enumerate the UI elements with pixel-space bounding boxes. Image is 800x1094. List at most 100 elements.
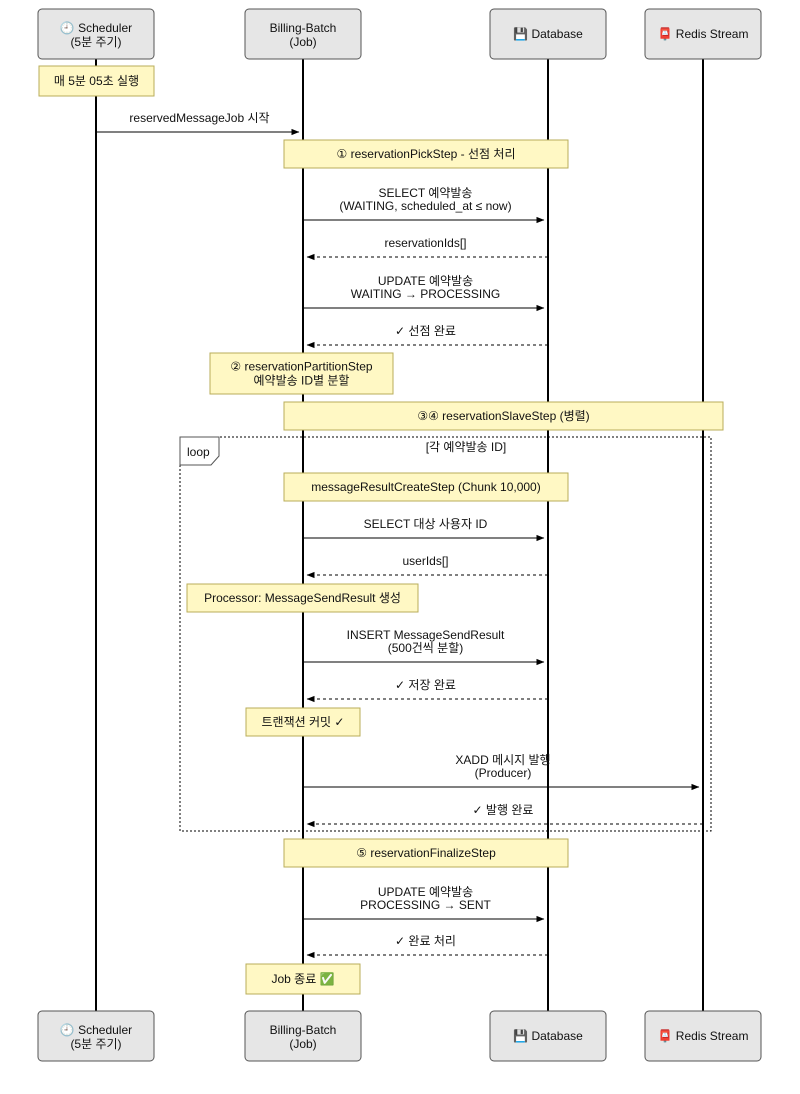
participant-batch-bottom: Billing-Batch(Job): [244, 1010, 362, 1062]
participant-name: Database: [531, 1029, 583, 1043]
message-ids: reservationIds[]: [306, 236, 548, 261]
loop-frame: [179, 436, 712, 832]
message-label-line-1: XADD 메시지 발행: [455, 752, 550, 767]
note-step5: ⑤ reservationFinalizeStep: [283, 838, 569, 868]
svg-text:🕘 Scheduler: 🕘 Scheduler: [60, 21, 132, 35]
message-publish-done: ✓ 발행 완료: [306, 802, 703, 828]
participant-name: Scheduler: [78, 1023, 132, 1037]
note-step34: ③④ reservationSlaveStep (병렬): [283, 401, 724, 431]
participant-redis-top: 📮 Redis Stream: [644, 8, 762, 60]
svg-text:📮 Redis Stream: 📮 Redis Stream: [658, 1029, 749, 1043]
clock-icon: 🕘: [60, 21, 78, 35]
participant-box: [489, 1010, 607, 1062]
message-pick-done: ✓ 선점 완료: [306, 324, 548, 349]
participant-subtitle: (Job): [289, 1037, 316, 1051]
floppy-disk-icon: 💾: [513, 27, 531, 41]
participant-box: [644, 1010, 762, 1062]
message-label-line-1: UPDATE 예약발송: [378, 273, 473, 288]
message-label-line-1: UPDATE 예약발송: [378, 884, 473, 899]
participant-batch-top: Billing-Batch(Job): [244, 8, 362, 60]
message-label-line-1: reservationIds[]: [384, 236, 466, 250]
note-step1: ① reservationPickStep - 선점 처리: [283, 139, 569, 169]
message-label-line-1: ✓ 완료 처리: [395, 934, 456, 948]
message-start: reservedMessageJob 시작: [96, 111, 300, 136]
message-label-line-1: ✓ 저장 완료: [395, 678, 456, 692]
clock-icon: 🕘: [60, 1023, 78, 1037]
participant-db-bottom: 💾 Database: [489, 1010, 607, 1062]
note-processor: Processor: MessageSendResult 생성: [186, 583, 419, 613]
message-save-done: ✓ 저장 완료: [306, 678, 548, 703]
note-text-line-1: Job 종료 ✅: [271, 972, 334, 986]
participant-scheduler-bottom: 🕘 Scheduler(5분 주기): [37, 1010, 155, 1062]
note-box: [283, 838, 569, 868]
participant-name: Redis Stream: [676, 27, 749, 41]
note-text-line-1: 트랜잭션 커밋 ✓: [262, 715, 345, 729]
message-user-ids: userIds[]: [306, 554, 548, 579]
postbox-icon: 📮: [658, 1029, 676, 1043]
note-box: [38, 65, 155, 97]
participant-subtitle: (Job): [289, 35, 316, 49]
participant-box: [244, 8, 362, 60]
svg-text:📮 Redis Stream: 📮 Redis Stream: [658, 27, 749, 41]
message-label-line-1: INSERT MessageSendResult: [347, 628, 505, 642]
note-box: [245, 963, 361, 995]
participant-box: [644, 8, 762, 60]
message-label-line-2: (WAITING, scheduled_at ≤ now): [339, 199, 511, 213]
note-text-line-2: 예약발송 ID별 분할: [254, 373, 350, 388]
svg-text:💾 Database: 💾 Database: [513, 27, 583, 41]
message-label-line-1: ✓ 선점 완료: [395, 324, 456, 338]
message-label-line-2: WAITING → PROCESSING: [351, 287, 501, 301]
note-text-line-1: ② reservationPartitionStep: [230, 360, 372, 374]
participant-name: Database: [531, 27, 583, 41]
svg-text:Billing-Batch: Billing-Batch: [270, 1023, 337, 1037]
loop-guard: [각 예약발송 ID]: [426, 439, 507, 454]
message-insert: INSERT MessageSendResult(500건씩 분할): [303, 628, 545, 666]
message-select-users: SELECT 대상 사용자 ID: [303, 517, 545, 542]
participant-subtitle: (5분 주기): [70, 35, 121, 49]
loop-tag-box: [179, 436, 220, 466]
note-text-line-1: messageResultCreateStep (Chunk 10,000): [311, 480, 540, 494]
message-label-line-1: SELECT 대상 사용자 ID: [364, 517, 488, 531]
loop-tag: loop: [187, 445, 210, 459]
participant-scheduler-top: 🕘 Scheduler(5분 주기): [37, 8, 155, 60]
note-text-line-1: ③④ reservationSlaveStep (병렬): [417, 409, 589, 423]
note-box: [283, 472, 569, 502]
svg-text:💾 Database: 💾 Database: [513, 1029, 583, 1043]
message-label-line-1: ✓ 발행 완료: [473, 802, 534, 817]
message-label-line-1: userIds[]: [402, 554, 448, 568]
svg-text:🕘 Scheduler: 🕘 Scheduler: [60, 1023, 132, 1037]
participant-box: [244, 1010, 362, 1062]
participant-subtitle: (5분 주기): [70, 1037, 121, 1051]
note-text-line-1: ⑤ reservationFinalizeStep: [356, 846, 496, 860]
note-box: [283, 401, 724, 431]
participant-db-top: 💾 Database: [489, 8, 607, 60]
message-label-line-1: reservedMessageJob 시작: [129, 111, 269, 125]
message-select-waiting: SELECT 예약발송(WAITING, scheduled_at ≤ now): [303, 185, 545, 224]
participant-name: Scheduler: [78, 21, 132, 35]
svg-text:Billing-Batch: Billing-Batch: [270, 21, 337, 35]
message-label-line-2: (500건씩 분할): [388, 641, 464, 655]
note-text-line-1: Processor: MessageSendResult 생성: [204, 591, 401, 605]
floppy-disk-icon: 💾: [513, 1029, 531, 1043]
message-xadd: XADD 메시지 발행(Producer): [303, 752, 700, 791]
participant-name: Redis Stream: [676, 1029, 749, 1043]
participant-box: [37, 1010, 155, 1062]
note-schedule: 매 5분 05초 실행: [38, 65, 155, 97]
participant-box: [489, 8, 607, 60]
note-box: [186, 583, 419, 613]
note-text-line-1: 매 5분 05초 실행: [54, 73, 139, 88]
message-label-line-2: (Producer): [475, 766, 532, 780]
message-done: ✓ 완료 처리: [306, 934, 548, 959]
message-label-line-2: PROCESSING → SENT: [360, 898, 491, 912]
participant-name: Billing-Batch: [270, 1023, 337, 1037]
note-commit: 트랜잭션 커밋 ✓: [245, 707, 361, 737]
postbox-icon: 📮: [658, 27, 676, 41]
note-end: Job 종료 ✅: [245, 963, 361, 995]
note-chunk: messageResultCreateStep (Chunk 10,000): [283, 472, 569, 502]
note-text-line-1: ① reservationPickStep - 선점 처리: [337, 147, 516, 161]
participant-box: [37, 8, 155, 60]
participant-redis-bottom: 📮 Redis Stream: [644, 1010, 762, 1062]
